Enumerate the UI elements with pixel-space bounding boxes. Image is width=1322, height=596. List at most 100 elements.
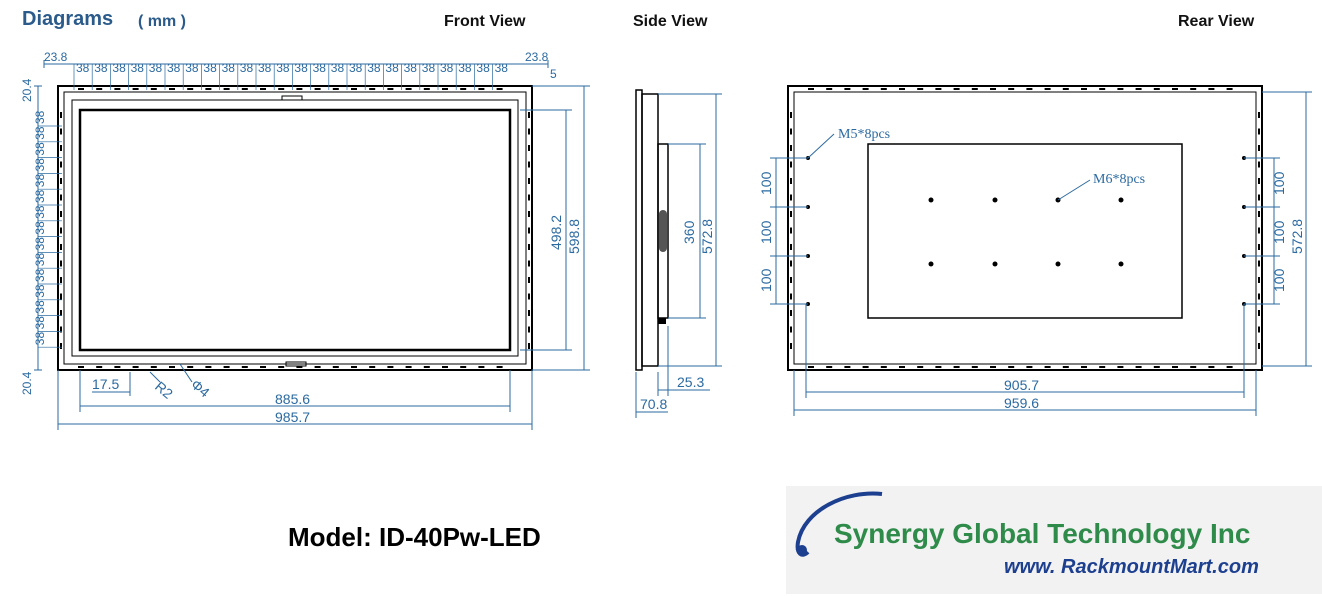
frame-slot [1062, 366, 1069, 368]
frame-slot [1190, 366, 1197, 368]
frame-slot [528, 161, 530, 168]
frame-slot [1062, 88, 1069, 90]
front-top-pitch-label: 38 [385, 61, 399, 75]
frame-slot [60, 277, 62, 283]
m6-hole [992, 197, 998, 203]
frame-slot [1099, 366, 1106, 368]
frame-slot [917, 366, 924, 368]
frame-slot [1044, 366, 1051, 368]
frame-slot [60, 112, 62, 118]
frame-slot [387, 366, 394, 368]
front-top-pitch-label: 38 [167, 61, 181, 75]
frame-slot [935, 88, 942, 90]
front-top-pitch-label: 38 [331, 61, 345, 75]
frame-slot [971, 366, 978, 368]
side-button [659, 210, 667, 252]
frame-slot [826, 366, 833, 368]
frame-slot [351, 88, 357, 90]
rear-view-label: Rear View [1178, 13, 1255, 30]
m6-hole [1118, 261, 1124, 267]
front-top-pitch-label: 38 [76, 61, 90, 75]
frame-slot [528, 112, 530, 118]
frame-slot [1258, 260, 1260, 267]
frame-slot [60, 260, 62, 267]
frame-slot [790, 161, 792, 168]
rear-outer-frame [787, 85, 1263, 371]
frame-slot [1258, 145, 1260, 151]
frame-slot [1226, 88, 1233, 90]
frame-slot [1153, 366, 1160, 368]
front-bezel [63, 91, 527, 365]
frame-slot [790, 194, 792, 201]
frame-slot [1258, 310, 1260, 316]
frame-slot [60, 145, 62, 151]
front-view-label: Front View [444, 13, 526, 30]
front-top-pitch-label: 38 [131, 61, 145, 75]
frame-slot [460, 366, 467, 368]
frame-slot [96, 88, 103, 90]
frame-slot [1208, 366, 1215, 368]
frame-slot [862, 366, 869, 368]
frame-slot [60, 293, 62, 300]
front-radius-dim: R2 [152, 378, 176, 402]
side-outer-height-dim: 572.8 [699, 219, 715, 254]
frame-slot [528, 194, 530, 201]
front-top-pitch-label: 38 [495, 61, 509, 75]
frame-slot [790, 277, 792, 283]
front-bezel-inner [71, 99, 519, 357]
frame-slot [60, 194, 62, 201]
frame-slot [96, 366, 103, 368]
front-top-pitch-label: 38 [349, 61, 363, 75]
company-logo [786, 486, 1322, 594]
front-top-pitch-label: 38 [258, 61, 272, 75]
frame-slot [1258, 277, 1260, 283]
frame-slot [528, 128, 530, 135]
frame-slot [1117, 366, 1124, 368]
frame-slot [241, 366, 248, 368]
rear-right-pitch-1: 100 [1271, 171, 1287, 195]
front-mount-slots [60, 88, 530, 368]
frame-slot [60, 310, 62, 316]
frame-slot [314, 366, 321, 368]
frame-slot [528, 293, 530, 300]
frame-slot [260, 366, 266, 368]
frame-slot [387, 88, 394, 90]
frame-slot [60, 326, 62, 333]
rear-dimension-lines [770, 91, 1312, 416]
rear-right-pitch-3: 100 [1271, 268, 1287, 292]
front-top-pitch-label: 38 [458, 61, 472, 75]
front-inner-height-dim: 498.2 [548, 215, 564, 250]
frame-slot [880, 88, 887, 90]
front-top-pitch-label: 38 [240, 61, 254, 75]
frame-slot [205, 366, 212, 368]
front-bottom-connector [285, 361, 307, 367]
frame-slot [808, 88, 814, 90]
frame-slot [1008, 366, 1015, 368]
front-left-pitch-label: 38 [33, 142, 47, 156]
frame-slot [60, 227, 62, 234]
frame-slot [442, 366, 448, 368]
front-top-pitch-label: 38 [276, 61, 290, 75]
side-connector [658, 318, 666, 324]
front-left-pitch-label: 38 [33, 189, 47, 203]
frame-slot [528, 310, 530, 316]
frame-slot [1258, 112, 1260, 118]
front-left-pitch-label: 38 [33, 174, 47, 188]
frame-slot [790, 112, 792, 118]
frame-slot [1258, 128, 1260, 135]
front-top-pitch-label: 38 [476, 61, 490, 75]
frame-slot [1258, 161, 1260, 168]
frame-slot [790, 326, 792, 333]
frame-slot [1258, 227, 1260, 234]
frame-slot [478, 366, 485, 368]
frame-slot [478, 88, 485, 90]
frame-slot [1044, 88, 1051, 90]
frame-slot [1026, 366, 1033, 368]
frame-slot [60, 128, 62, 135]
front-left-pitch-label: 38 [33, 126, 47, 140]
front-top-edge-right-dim: 23.8 [525, 50, 549, 64]
m6-hole [928, 197, 934, 203]
front-outer-width-dim: 985.7 [275, 409, 310, 425]
